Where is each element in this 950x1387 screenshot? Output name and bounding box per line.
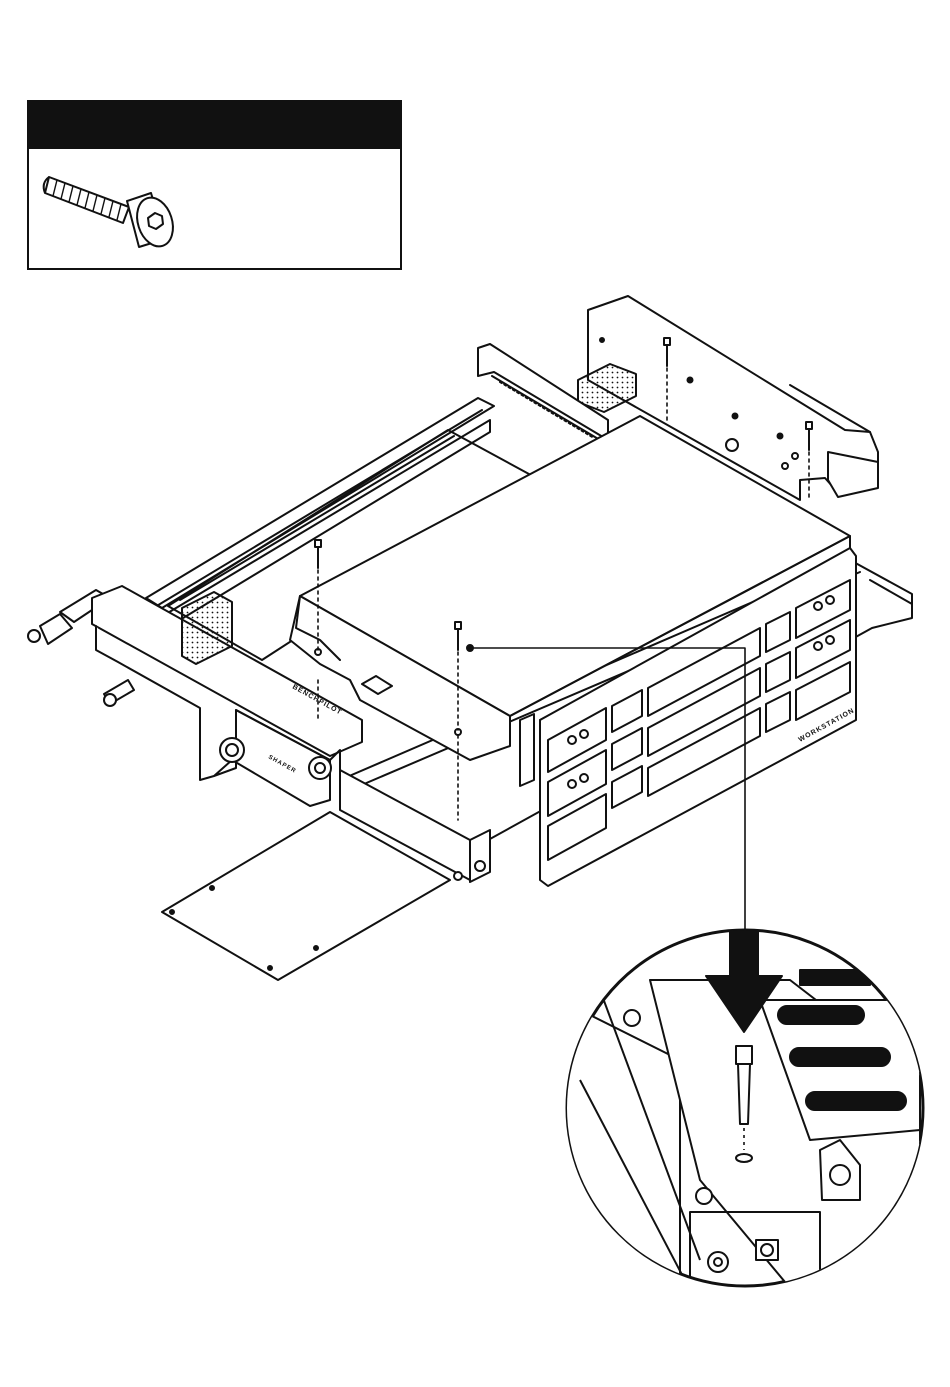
detail-zoom-view [560,930,923,1300]
